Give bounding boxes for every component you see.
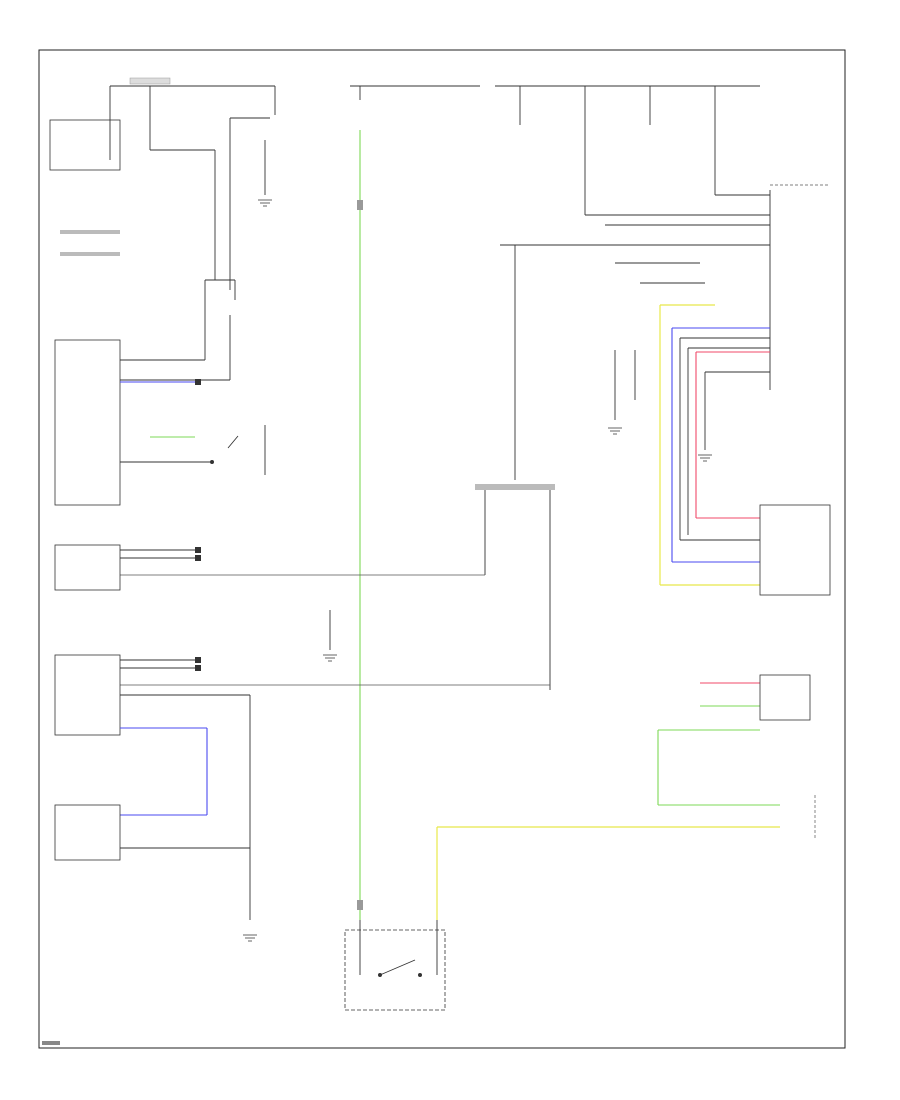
ground-symbol <box>258 199 272 207</box>
diagram-frame <box>38 49 846 1049</box>
legend-notes <box>60 230 120 256</box>
switch-box-1 <box>54 544 121 591</box>
green-wire-center <box>350 85 480 920</box>
switch-box-2 <box>54 654 121 736</box>
stop-switch-box <box>344 929 446 1011</box>
fuse-block-left <box>49 77 276 290</box>
combination-switch-box <box>54 339 121 506</box>
lower-right-wires <box>436 674 816 920</box>
lower-ecu-box <box>759 674 811 721</box>
bottom-switch <box>344 920 446 1011</box>
relay-right <box>608 350 712 462</box>
switch-box-3 <box>54 804 121 861</box>
junction-center <box>120 484 555 690</box>
left-components <box>54 339 337 942</box>
colored-wire-bundle <box>615 262 831 596</box>
fuse-box <box>49 119 121 171</box>
footer-mark <box>42 1041 60 1045</box>
relay-top-left <box>120 279 236 381</box>
fuse-block-right <box>495 85 830 480</box>
right-ecu-box <box>759 504 831 596</box>
